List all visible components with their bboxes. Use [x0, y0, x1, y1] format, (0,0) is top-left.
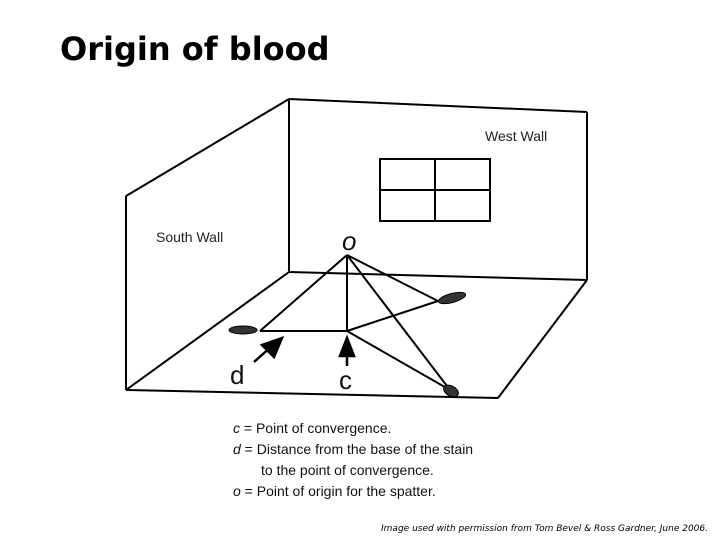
- legend-row-o: o = Point of origin for the spatter.: [233, 483, 436, 499]
- point-o-label: o: [342, 226, 356, 256]
- image-credit: Image used with permission from Tom Beve…: [381, 524, 708, 534]
- slide-title: Origin of blood: [60, 30, 330, 68]
- point-c-label: c: [339, 365, 352, 395]
- arrow-c-head: [338, 334, 356, 358]
- floor-south-edge: [125, 271, 290, 391]
- west-wall-label: West Wall: [485, 128, 547, 144]
- arrow-d-head: [259, 335, 285, 360]
- arrow-c: [338, 334, 356, 366]
- legend-row-d-continued: to the point of convergence.: [261, 462, 434, 478]
- stain-left: [228, 325, 258, 335]
- blood-stains: [228, 291, 467, 398]
- floor-right-edge: [497, 279, 588, 399]
- legend-row-c: c = Point of convergence.: [233, 420, 392, 436]
- stain-front: [443, 384, 459, 398]
- point-d-label: d: [230, 360, 244, 390]
- window: [379, 158, 491, 222]
- floor-west-edge: [288, 271, 588, 281]
- legend: c = Point of convergence. d = Distance f…: [233, 418, 473, 502]
- line-c-to-right-stain: [346, 300, 439, 332]
- convergence-lines: [259, 254, 451, 391]
- legend-row-d: d = Distance from the base of the stain: [233, 441, 474, 457]
- line-o-to-front-stain: [346, 254, 451, 391]
- floor-front-edge: [125, 389, 499, 399]
- south-wall-label: South Wall: [156, 229, 223, 245]
- line-o-to-right-stain: [346, 254, 439, 302]
- room-outline: [125, 98, 588, 399]
- back-corner-top-edge: [288, 98, 588, 113]
- arrow-d: [253, 335, 285, 363]
- line-o-to-left-stain: [259, 254, 348, 332]
- stain-right: [437, 291, 467, 305]
- south-wall-top-edge: [125, 98, 290, 197]
- line-c-to-front-stain: [346, 330, 451, 391]
